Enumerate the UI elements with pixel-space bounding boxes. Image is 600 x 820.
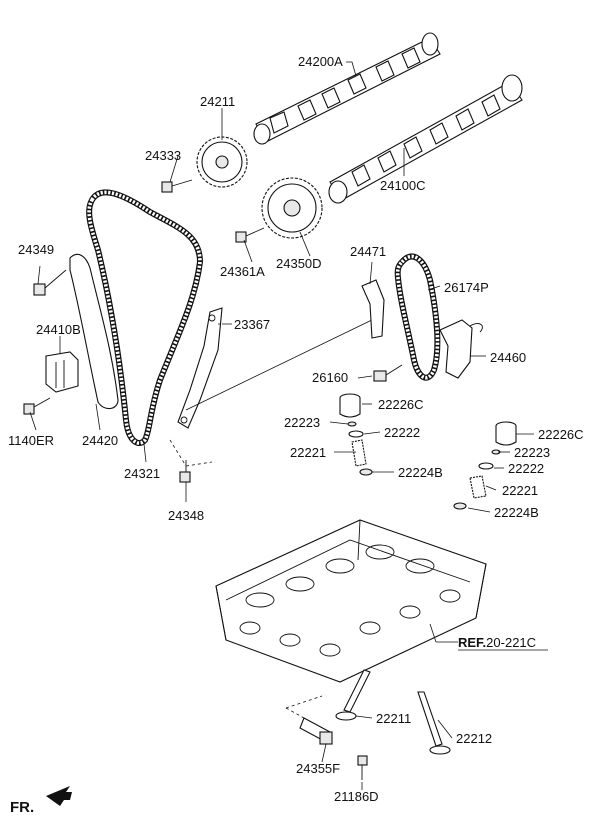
label-24100c: 24100C xyxy=(380,178,426,193)
label-21186d: 21186D xyxy=(334,789,379,804)
exhaust-valve xyxy=(417,691,451,755)
label-22212: 22212 xyxy=(456,731,492,746)
reference-code: 20-221C xyxy=(486,635,536,650)
label-24349: 24349 xyxy=(18,242,54,257)
label-24211: 24211 xyxy=(200,94,235,109)
oil-control-valve xyxy=(299,717,333,745)
label-24355f: 24355F xyxy=(296,761,340,776)
oil-pump-tensioner xyxy=(439,319,483,379)
oil-pump-guide xyxy=(361,279,385,339)
label-22221-right: 22221 xyxy=(502,483,538,498)
reference-prefix: REF. xyxy=(458,635,486,650)
exhaust-camshaft xyxy=(253,32,441,145)
label-22222-right: 22222 xyxy=(508,461,544,476)
chain-tensioner xyxy=(45,351,79,393)
label-22224b-left: 22224B xyxy=(398,465,443,480)
label-24471: 24471 xyxy=(350,244,386,259)
label-24200a: 24200A xyxy=(298,54,343,69)
bolt-1140er xyxy=(23,397,51,415)
label-24350d: 24350D xyxy=(276,256,322,271)
label-22226c-right: 22226C xyxy=(538,427,584,442)
valve-train-left xyxy=(339,393,373,476)
label-24361a: 24361A xyxy=(220,264,265,279)
label-24348: 24348 xyxy=(168,508,204,523)
label-22226c-left: 22226C xyxy=(378,397,424,412)
chain-guide xyxy=(177,307,223,429)
label-22224b-right: 22224B xyxy=(494,505,539,520)
oil-pump-chain xyxy=(394,253,441,381)
bolt-24349 xyxy=(33,269,67,296)
bolt-24348 xyxy=(179,460,191,483)
label-24333: 24333 xyxy=(145,148,181,163)
front-marker: FR. xyxy=(10,799,34,816)
label-22223-left: 22223 xyxy=(284,415,320,430)
label-23367: 23367 xyxy=(234,317,270,332)
cam-sprocket xyxy=(196,136,248,188)
label-22222-left: 22222 xyxy=(384,425,420,440)
label-22223-right: 22223 xyxy=(514,445,550,460)
label-24460: 24460 xyxy=(490,350,526,365)
label-24410b: 24410B xyxy=(36,322,81,337)
bolt-26160 xyxy=(373,364,403,382)
label-24420: 24420 xyxy=(82,433,118,448)
bolt-24361a xyxy=(235,227,265,243)
label-24321: 24321 xyxy=(124,466,160,481)
cvvt-assembly xyxy=(261,177,323,239)
timing-chain xyxy=(86,189,203,447)
label-1140er: 1140ER xyxy=(8,433,54,448)
valve-train-right xyxy=(453,421,517,510)
front-arrow-icon xyxy=(46,786,72,806)
label-22221-left: 22221 xyxy=(290,445,326,460)
label-22211: 22211 xyxy=(376,711,411,726)
leader-lines xyxy=(29,61,534,790)
reference-label: REF.20-221C xyxy=(458,635,536,650)
bolt-24333 xyxy=(161,179,193,193)
intake-camshaft xyxy=(328,74,523,204)
cylinder-head xyxy=(215,519,487,683)
intake-valve xyxy=(335,669,371,721)
label-26160: 26160 xyxy=(312,370,348,385)
tensioner-arm xyxy=(69,253,119,410)
label-26174p: 26174P xyxy=(444,280,489,295)
bolt-21186d xyxy=(357,755,368,780)
lifter-left xyxy=(339,393,361,418)
